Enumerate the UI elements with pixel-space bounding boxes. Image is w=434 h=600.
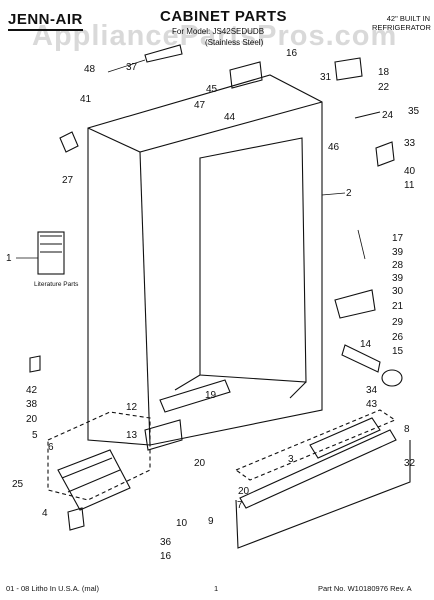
literature-lines — [40, 235, 62, 253]
leader-17 — [357, 229, 366, 260]
callout-19: 19 — [205, 390, 217, 401]
callout-20-mid: 20 — [194, 458, 206, 469]
kickplate-dashed-outline — [234, 409, 397, 481]
callout-14: 14 — [360, 339, 372, 350]
leader-48 — [107, 59, 146, 73]
closer-cap — [381, 369, 403, 387]
grille-vent — [309, 417, 381, 459]
callout-3: 3 — [288, 454, 294, 465]
callout-29: 29 — [392, 317, 404, 328]
callout-45: 45 — [206, 84, 218, 95]
callout-37: 37 — [126, 62, 138, 73]
brand-logo: JENN-AIR — [8, 11, 83, 31]
part-12-rail — [159, 379, 231, 413]
callout-leaders — [16, 59, 366, 260]
part-33-bracket — [375, 141, 395, 167]
callout-33: 33 — [404, 138, 416, 149]
footer-page-number: 1 — [214, 584, 219, 593]
callout-11: 11 — [404, 180, 415, 191]
callout-21: 21 — [392, 301, 404, 312]
literature-parts-label: Literature Parts — [34, 281, 79, 288]
callout-22: 22 — [378, 82, 390, 93]
model-finish: (Stainless Steel) — [205, 38, 264, 47]
toe-grille — [235, 440, 411, 549]
callout-10: 10 — [176, 518, 188, 529]
callout-5: 5 — [32, 430, 38, 441]
kickplate-grille — [239, 429, 397, 509]
product-type-line-2: REFRIGERATOR — [372, 23, 431, 32]
callout-42: 42 — [26, 385, 38, 396]
callout-15: 15 — [392, 346, 404, 357]
callout-32: 32 — [404, 458, 416, 469]
model-number: For Model: JS42SEDUDB — [172, 27, 265, 36]
product-type: 42" BUILT IN REFRIGERATOR — [372, 14, 431, 32]
callout-numbers: 37 48 41 16 31 18 22 45 47 44 35 24 33 4… — [6, 48, 420, 562]
callout-7: 7 — [237, 500, 243, 511]
callout-26: 26 — [392, 332, 404, 343]
callout-39-b: 39 — [392, 273, 404, 284]
part-24-pin — [354, 111, 381, 119]
base-dashed-outline — [47, 411, 151, 501]
callout-48: 48 — [84, 64, 96, 75]
callout-36: 36 — [160, 537, 172, 548]
callout-25: 25 — [12, 479, 24, 490]
callout-34: 34 — [366, 385, 378, 396]
callout-28: 28 — [392, 260, 404, 271]
callout-39-a: 39 — [392, 247, 404, 258]
callout-6: 6 — [48, 442, 54, 453]
part-27-clip — [59, 131, 79, 153]
callout-30: 30 — [392, 286, 404, 297]
page-title: CABINET PARTS — [160, 8, 288, 25]
callout-35: 35 — [408, 106, 420, 117]
cabinet-outline — [29, 44, 411, 549]
cabinet-body — [87, 74, 323, 446]
callout-1: 1 — [6, 253, 12, 264]
part-42-roller — [29, 355, 41, 373]
callout-9: 9 — [208, 516, 214, 527]
cabinet-interior — [199, 137, 307, 383]
callout-41: 41 — [80, 94, 92, 105]
callout-20-low: 20 — [238, 486, 250, 497]
top-hinge-plate — [334, 57, 363, 81]
part-4-foot — [67, 507, 85, 531]
watermark: AppliancePartsPros.com — [32, 20, 398, 52]
callout-17: 17 — [392, 233, 404, 244]
callout-24: 24 — [382, 110, 394, 121]
callout-4: 4 — [42, 508, 48, 519]
callout-46: 46 — [328, 142, 340, 153]
callout-18: 18 — [378, 67, 390, 78]
callout-2: 2 — [346, 188, 352, 199]
callout-16-bottom: 16 — [160, 551, 172, 562]
literature-parts-sheet — [37, 231, 65, 275]
closer-rod — [341, 344, 381, 373]
part-13-plate — [144, 419, 183, 451]
callout-40: 40 — [404, 166, 416, 177]
lower-hinge-plate — [334, 289, 376, 319]
callout-43: 43 — [366, 399, 378, 410]
base-frame-rails — [61, 457, 121, 493]
cabinet-interior-floor — [174, 374, 307, 399]
footer-part-number: Part No. W10180976 Rev. A — [318, 584, 412, 593]
callout-12: 12 — [126, 402, 138, 413]
callout-38: 38 — [26, 399, 38, 410]
callout-16-top: 16 — [286, 48, 298, 59]
callout-47: 47 — [194, 100, 206, 111]
callout-8: 8 — [404, 424, 410, 435]
base-frame — [57, 449, 131, 511]
callout-20-left: 20 — [26, 414, 38, 425]
callout-44: 44 — [224, 112, 236, 123]
callout-31: 31 — [320, 72, 332, 83]
footer-litho: 01 - 08 Litho In U.S.A. (mal) — [6, 584, 99, 593]
part-37-bracket — [144, 44, 183, 63]
leader-2 — [321, 192, 346, 196]
callout-27: 27 — [62, 175, 74, 186]
top-hinge-bracket — [229, 61, 263, 89]
product-type-line-1: 42" BUILT IN — [386, 14, 430, 23]
callout-13: 13 — [126, 430, 138, 441]
cabinet-front-edge — [139, 151, 151, 446]
